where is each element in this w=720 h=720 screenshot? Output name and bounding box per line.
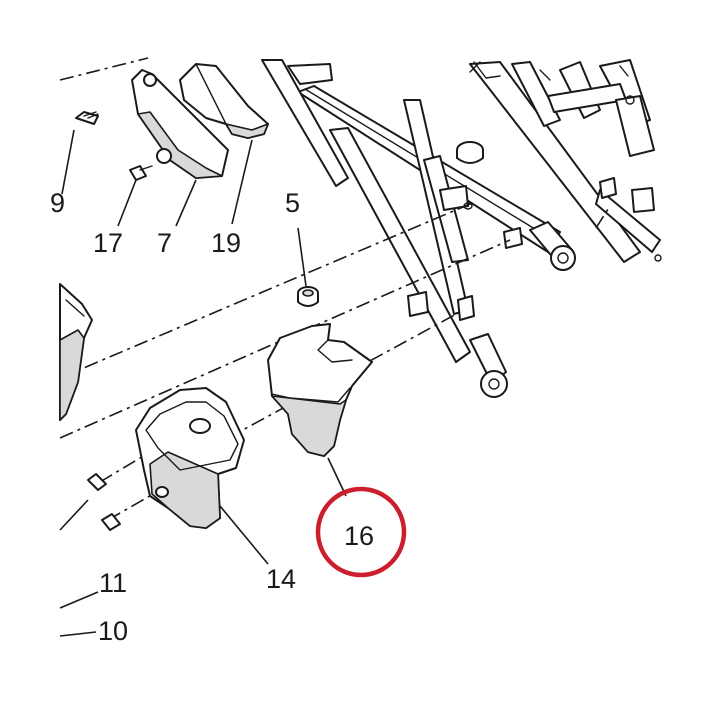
screw-lower: [101, 513, 121, 531]
callout-17: 17: [93, 228, 123, 258]
callout-9: 9: [50, 188, 65, 218]
part-14-side-cover: [135, 387, 245, 529]
screw-upper: [87, 473, 107, 491]
part-19-cover: [179, 63, 269, 139]
part-7-bracket: [131, 69, 229, 179]
callout-11: 11: [99, 568, 127, 598]
part-16-cover: [267, 323, 373, 457]
callout-5: 5: [285, 188, 300, 218]
screw-17: [129, 165, 153, 181]
callout-10: 10: [98, 616, 128, 646]
screw-9: [75, 111, 99, 125]
callout-labels: 9 17 7 19 5 16 14 11 10: [50, 188, 374, 646]
highlight-circle: [315, 486, 407, 578]
part-5-grommet: [297, 286, 319, 307]
callout-14: 14: [266, 564, 296, 594]
callout-16: 16: [344, 521, 374, 551]
left-cover-partial: [59, 283, 93, 421]
callout-19: 19: [211, 228, 241, 258]
frame-assembly: [261, 59, 662, 398]
leader-lines: [59, 129, 347, 637]
callout-7: 7: [157, 228, 172, 258]
